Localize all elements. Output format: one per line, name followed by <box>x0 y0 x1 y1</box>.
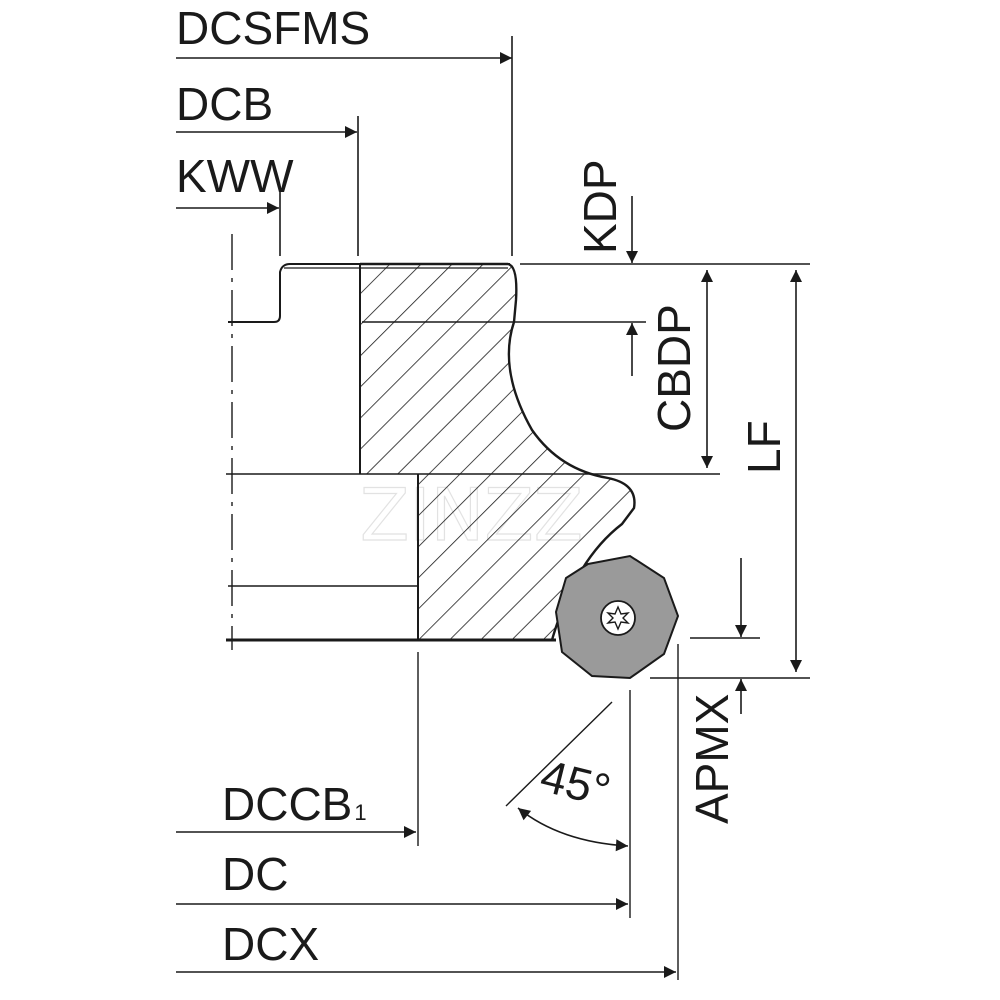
label-cbdp: CBDP <box>648 304 700 432</box>
label-kww: KWW <box>176 150 294 202</box>
dimension-dc: DC <box>176 848 628 910</box>
dimension-dcsfms: DCSFMS <box>176 2 513 256</box>
label-dc: DC <box>222 848 288 900</box>
key-slot-outline <box>228 263 510 323</box>
torx-screw-icon <box>606 605 630 631</box>
section-outline <box>360 262 636 642</box>
label-dcb: DCB <box>176 78 273 130</box>
dimension-cbdp: CBDP <box>648 270 713 468</box>
svg-text:DCCB1: DCCB1 <box>222 778 367 830</box>
label-dccb-subscript: 1 <box>354 800 366 825</box>
cutting-insert <box>554 554 680 680</box>
label-dccb: DCCB <box>222 778 352 830</box>
label-dcx: DCX <box>222 918 319 970</box>
label-kdp: KDP <box>574 159 626 254</box>
label-apmx: APMX <box>686 694 738 824</box>
label-dcsfms: DCSFMS <box>176 2 370 54</box>
label-angle: 45° <box>536 749 616 816</box>
dimension-kww: KWW <box>176 150 294 256</box>
dimension-dccb1: DCCB1 <box>176 778 416 838</box>
dimension-apmx: APMX <box>686 558 747 824</box>
label-lf: LF <box>738 420 790 474</box>
dimension-lf: LF <box>738 270 802 672</box>
dimension-kdp: KDP <box>574 159 638 376</box>
dimension-dcb: DCB <box>176 78 359 256</box>
dimension-angle: 45° <box>505 690 631 918</box>
dimension-dcx: DCX <box>176 918 676 978</box>
